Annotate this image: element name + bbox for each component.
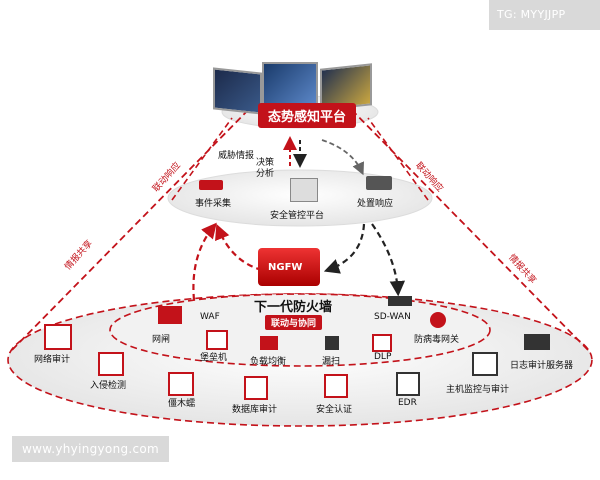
log-audit-server-icon — [524, 334, 550, 350]
ngfw-title: 下一代防火墙 — [254, 300, 333, 315]
gatekeeper-icon — [158, 306, 182, 324]
inner-device-label: 网闸 — [152, 335, 171, 345]
left-pyramid-edge — [11, 99, 259, 351]
linkage-label: 联动与协同 — [265, 315, 323, 330]
inner-device-label: WAF — [200, 312, 220, 322]
outer-device-label: 僵木蠕 — [168, 399, 196, 409]
auth-icon — [324, 374, 348, 398]
respond-arrow — [321, 139, 365, 176]
outer-device-label: 网络审计 — [34, 355, 71, 365]
sdwan-icon — [388, 296, 412, 306]
inner-device-label: 堡垒机 — [200, 353, 228, 363]
host-monitor-icon — [472, 352, 498, 376]
network-audit-icon — [44, 324, 72, 350]
bastion-icon — [206, 330, 228, 350]
outer-device-label: 主机监控与审计 — [446, 385, 510, 395]
left-up-arrow-1 — [192, 222, 217, 301]
watermark-bottom: www.yhyingyong.com — [12, 436, 170, 462]
dlp-icon — [372, 334, 392, 352]
screen-left-icon — [213, 67, 262, 115]
right-down-arrow-2 — [371, 223, 406, 297]
ngfw-logo: NGFW — [268, 262, 303, 273]
event-collect-label: 事件采集 — [195, 199, 232, 209]
decision-label: 决策 — [256, 158, 275, 168]
inner-device-label: 负载均衡 — [250, 357, 287, 367]
inner-ellipse — [109, 293, 491, 367]
antivirus-gateway-icon — [430, 312, 446, 328]
screen-center-icon — [262, 62, 318, 106]
outer-device-label: 安全认证 — [316, 405, 353, 415]
outer-device-label: 入侵检测 — [90, 381, 127, 391]
outer-device-label: 日志审计服务器 — [510, 361, 574, 371]
situation-platform-label: 态势感知平台 — [258, 103, 357, 128]
control-platform-icon — [290, 178, 318, 202]
ngfw-device-icon — [258, 248, 320, 286]
botnet-icon — [168, 372, 194, 396]
threat-intel-label: 威胁情报 — [218, 151, 255, 161]
left-mid-edge — [171, 117, 233, 201]
vuln-scan-icon — [325, 336, 339, 350]
right-pyramid-edge — [341, 99, 589, 351]
load-balance-icon — [260, 336, 278, 350]
inner-device-label: 防病毒网关 — [414, 335, 460, 345]
inner-device-label: SD-WAN — [374, 312, 411, 322]
respond-icon — [366, 176, 392, 190]
inner-device-label: DLP — [374, 352, 392, 362]
outer-device-label: 数据库审计 — [232, 405, 278, 415]
analysis-label: 分析 — [256, 169, 275, 179]
intrusion-detection-icon — [98, 352, 124, 376]
watermark-top: TG: MYYJJPP — [489, 0, 600, 30]
right-mid-edge — [367, 117, 429, 201]
right-down-arrow-1 — [323, 223, 366, 274]
control-platform-label: 安全管控平台 — [270, 211, 325, 221]
respond-label: 处置响应 — [357, 199, 394, 209]
outer-device-label: EDR — [398, 398, 417, 408]
db-audit-icon — [244, 376, 268, 400]
left-up-arrow-2 — [215, 223, 263, 272]
edr-icon — [396, 372, 420, 396]
event-collect-icon — [199, 180, 223, 190]
inner-device-label: 漏扫 — [322, 357, 341, 367]
